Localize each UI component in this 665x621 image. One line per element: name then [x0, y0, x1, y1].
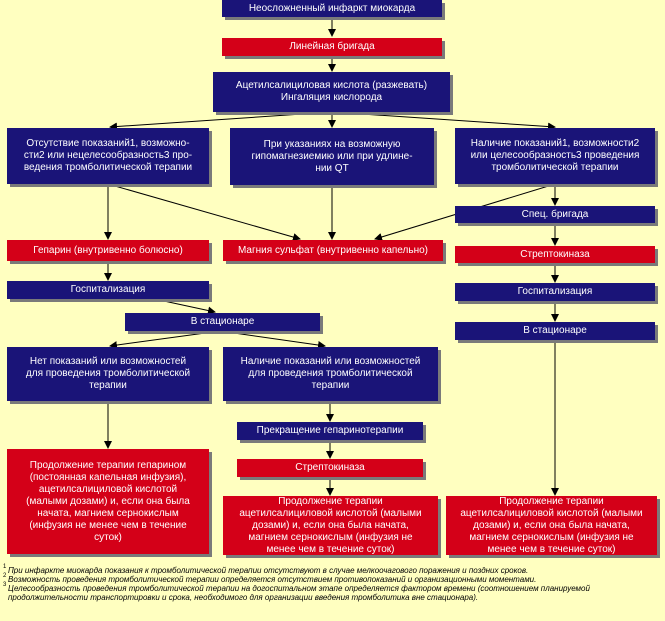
node-right-condition: Наличие показаний1, возможности2 или цел…	[455, 128, 655, 184]
footnote-2-number: 2	[3, 573, 7, 579]
node-in-hospital-right: В стационаре	[455, 322, 655, 340]
footnote-2-text: Возможность проведения тромболитической …	[8, 575, 537, 584]
footnote-3-text: Целесообразность проведения тромболитиче…	[8, 584, 590, 602]
node-continue-right: Продолжение терапии ацетилсалициловой ки…	[446, 496, 657, 555]
node-hospitalization-right: Госпитализация	[455, 283, 655, 301]
node-yes-thrombolysis: Наличие показаний или возможностей для п…	[223, 347, 438, 401]
node-heparin: Гепарин (внутривенно болюсно)	[7, 240, 209, 261]
node-linear-team: Линейная бригада	[222, 38, 442, 56]
node-spec-team: Спец. бригада	[455, 206, 655, 223]
node-left-condition: Отсутствие показаний1, возможно- сти2 ил…	[7, 128, 209, 184]
node-streptokinase-right: Стрептокиназа	[455, 246, 655, 263]
node-aspirin: Ацетилсалициловая кислота (разжевать) Ин…	[213, 72, 450, 112]
node-hospitalization-left: Госпитализация	[7, 281, 209, 299]
footnote-1-number: 1	[3, 564, 7, 570]
footnote-3-number: 3	[3, 582, 7, 588]
node-stop-heparin: Прекращение гепаринотерапии	[237, 422, 423, 440]
node-continue-mid: Продолжение терапии ацетилсалициловой ки…	[223, 496, 438, 555]
footnote-1-text: При инфаркте миокарда показания к тромбо…	[8, 566, 529, 575]
node-mid-condition: При указаниях на возможную гипомагнезием…	[230, 128, 434, 185]
node-in-hospital-mid: В стационаре	[125, 313, 320, 331]
node-continue-heparin: Продолжение терапии гепарином (постоянна…	[7, 449, 209, 554]
node-streptokinase-mid: Стрептокиназа	[237, 459, 423, 477]
node-magnesium: Магния сульфат (внутривенно капельно)	[223, 240, 443, 261]
node-mi: Неосложненный инфаркт миокарда	[222, 0, 442, 17]
node-no-thrombolysis: Нет показаний или возможностей для прове…	[7, 347, 209, 401]
